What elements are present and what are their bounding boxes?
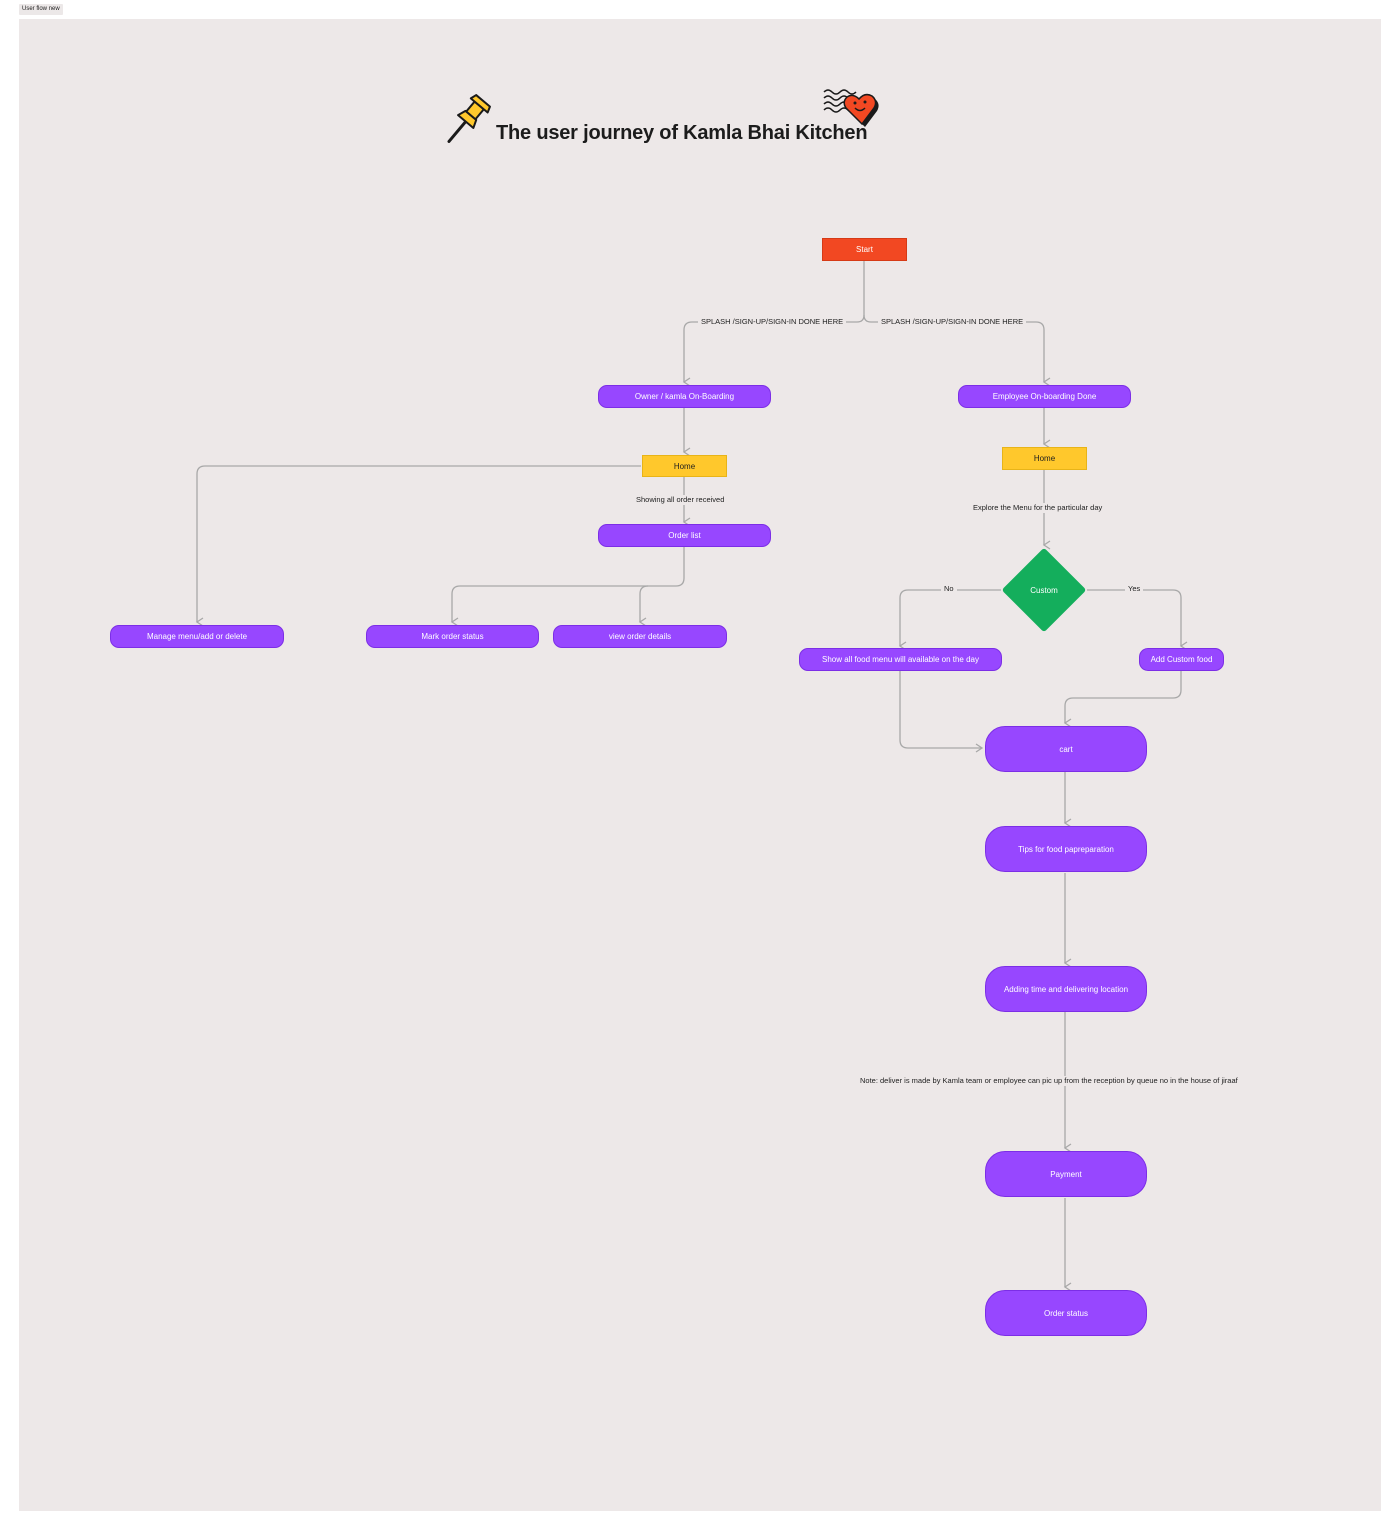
diagram-title: The user journey of Kamla Bhai Kitchen [496, 122, 868, 144]
edge-label-splash-right: SPLASH /SIGN-UP/SIGN-IN DONE HERE [878, 317, 1027, 327]
employee-home-node[interactable]: Home [1002, 447, 1087, 470]
cart-node[interactable]: cart [985, 726, 1147, 772]
add-custom-food-node[interactable]: Add Custom food [1139, 648, 1224, 671]
pushpin-icon [447, 94, 491, 143]
edge-orderlist-mark [450, 547, 685, 627]
show-all-food-node[interactable]: Show all food menu will available on the… [799, 648, 1002, 671]
edge-label-showing-orders: Showing all order received [633, 495, 728, 505]
start-node[interactable]: Start [822, 238, 907, 261]
edge-start-employee [863, 314, 1051, 387]
edge-home-manage [195, 465, 641, 627]
mark-order-status-node[interactable]: Mark order status [366, 625, 539, 648]
employee-onboarding-node[interactable]: Employee On-boarding Done [958, 385, 1131, 408]
heart-stamp-icon [823, 89, 879, 127]
edge-orderlist-view [638, 585, 649, 627]
tips-node[interactable]: Tips for food papreparation [985, 826, 1147, 872]
owner-home-node[interactable]: Home [642, 455, 727, 477]
delivery-note: Note: deliver is made by Kamla team or e… [857, 1076, 1241, 1086]
order-status-node[interactable]: Order status [985, 1290, 1147, 1336]
edge-custom-no [898, 589, 1001, 651]
edge-addcustom-cart [1063, 671, 1182, 728]
custom-decision-label: Custom [1030, 585, 1058, 595]
diagram-canvas [19, 19, 1381, 1511]
edge-label-no: No [941, 584, 957, 594]
payment-node[interactable]: Payment [985, 1151, 1147, 1197]
edge-label-yes: Yes [1125, 584, 1144, 594]
manage-menu-node[interactable]: Manage menu/add or delete [110, 625, 284, 648]
view-order-details-node[interactable]: view order details [553, 625, 727, 648]
edge-label-explore-menu: Explore the Menu for the particular day [970, 503, 1106, 513]
owner-onboarding-node[interactable]: Owner / kamla On-Boarding [598, 385, 771, 408]
adding-time-location-node[interactable]: Adding time and delivering location [985, 966, 1147, 1012]
frame-name-tab[interactable]: User flow new [19, 4, 63, 15]
edge-label-splash-left: SPLASH /SIGN-UP/SIGN-IN DONE HERE [698, 317, 847, 327]
edge-showall-cart [899, 671, 984, 753]
order-list-node[interactable]: Order list [598, 524, 771, 547]
edge-custom-yes [1087, 589, 1188, 651]
